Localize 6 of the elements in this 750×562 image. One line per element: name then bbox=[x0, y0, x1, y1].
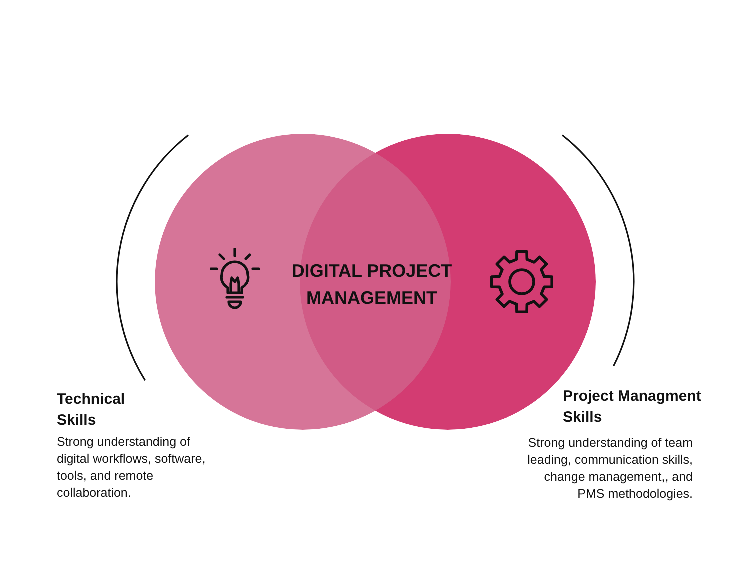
venn-circle bbox=[155, 134, 451, 430]
skill-heading: Technical Skills bbox=[57, 390, 126, 431]
skill-description: Strong understanding of team leading, communication skills, change management,, and PMS methodologies. bbox=[526, 435, 693, 503]
center-label: DIGITAL PROJECT MANAGEMENT bbox=[290, 260, 454, 310]
skill-description: Strong understanding of digital workflows, software, tools, and remote collaboration. bbox=[57, 434, 207, 502]
skill-heading: Project Managment Skills bbox=[563, 387, 702, 428]
